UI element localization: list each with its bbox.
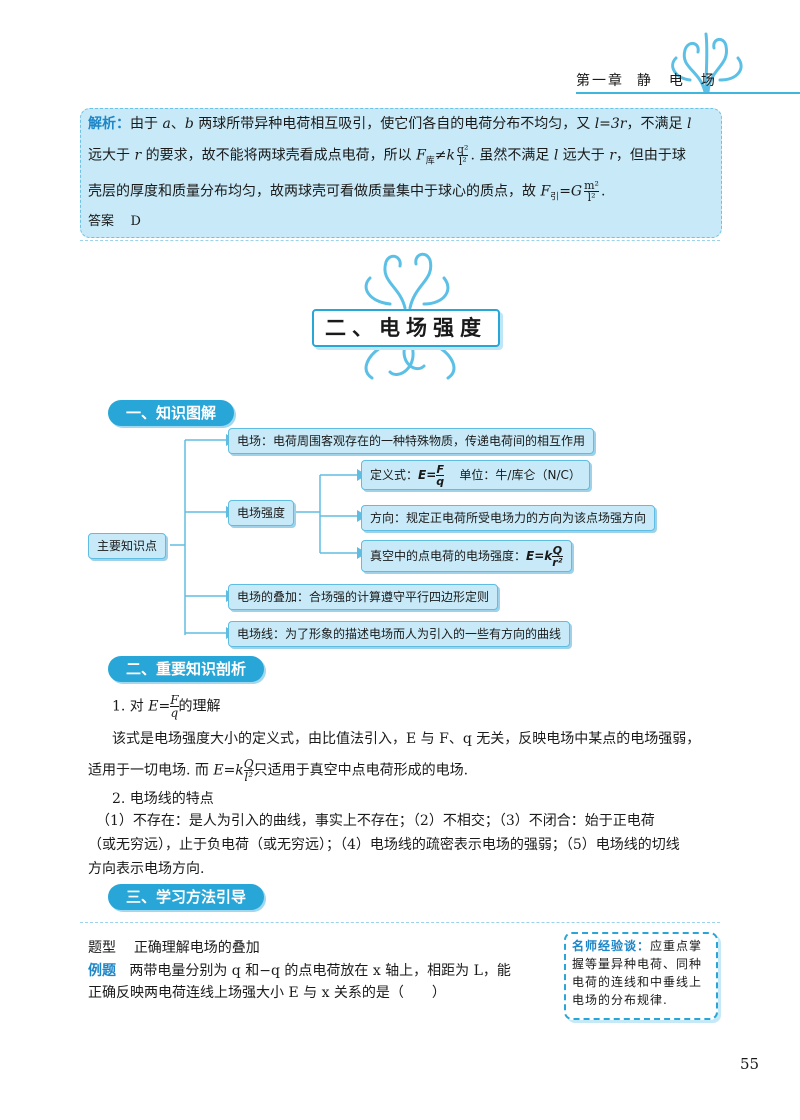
solution-line-1: 解析：由于 a、b 两球所带异种电荷相互吸引，使它们各自的电荷分布不均匀，又 l… (88, 116, 692, 132)
chapter-number: 第一章 (576, 73, 624, 89)
knowledge-map-heading: 一、知识图解 (108, 400, 235, 426)
example-line-1: 例题 两带电量分别为 q 和−q 的点电荷放在 x 轴上，相距为 L，能 (88, 963, 511, 979)
example-label: 例题 (88, 963, 116, 979)
question-type: 题型 正确理解电场的叠加 (88, 937, 260, 959)
analysis-item2-title: 2. 电场线的特点 (112, 791, 214, 807)
mind-map-node-field-strength: 电场强度 (228, 500, 295, 526)
mind-map-connectors (170, 434, 367, 639)
analysis-item1-paragraph: 该式是电场强度大小的定义式，由比值法引入，E 与 F、q 无关，反映电场中某点的… (112, 731, 701, 747)
mind-map-node-electric-field: 电场：电荷周围客观存在的一种特殊物质，传递电荷间的相互作用 (228, 428, 595, 454)
section-title: 二、电场强度 (312, 309, 500, 347)
example-line-2: 正确反映两电荷连线上场强大小 E 与 x 关系的是（ ） (88, 985, 446, 1001)
analysis-item2-line2: （或无穷远），止于负电荷（或无穷远）；（4）电场线的疏密表示电场的强弱；（5）电… (88, 837, 680, 853)
answer-label: 答案 (88, 214, 115, 229)
question-type-label: 题型 (88, 940, 116, 956)
solution-label: 解析： (88, 116, 130, 132)
decorative-swirl-top (671, 32, 743, 94)
answer-line: 答案 D (88, 212, 141, 232)
method-divider (80, 922, 720, 923)
mind-map-node-superposition: 电场的叠加：合场强的计算遵守平行四边形定则 (228, 584, 499, 610)
mind-map-root: 主要知识点 (88, 533, 167, 559)
chapter-header: 第一章 静 电 场 (576, 70, 736, 92)
header-rule (576, 92, 800, 94)
teacher-tip-text: 名师经验谈：应重点掌握等量异种电荷、同种电荷的连线和中垂线上电场的分布规律. (572, 939, 703, 1007)
analysis-heading: 二、重要知识剖析 (108, 656, 265, 682)
page-number: 55 (740, 1055, 760, 1073)
question-type-text: 正确理解电场的叠加 (133, 940, 260, 956)
decorative-swirl-title (364, 252, 456, 380)
analysis-item2-line3: 方向表示电场方向. (88, 861, 205, 877)
chapter-title: 静 电 场 (636, 73, 717, 89)
solution-divider (80, 240, 720, 241)
analysis-item2-line1: （1）不存在：是人为引入的曲线，事实上不存在；（2）不相交；（3）不闭合：始于正… (96, 813, 655, 829)
teacher-tip-label: 名师经验谈： (572, 939, 651, 953)
method-heading: 三、学习方法引导 (108, 884, 265, 910)
mind-map-node-field-lines: 电场线：为了形象的描述电场而人为引入的一些有方向的曲线 (228, 621, 571, 647)
teacher-tip-box: 名师经验谈：应重点掌握等量异种电荷、同种电荷的连线和中垂线上电场的分布规律. (564, 932, 718, 1020)
answer-value: D (130, 214, 141, 229)
mind-map-node-direction: 方向：规定正电荷所受电场力的方向为该点场强方向 (361, 505, 656, 531)
solution-box (80, 108, 722, 238)
